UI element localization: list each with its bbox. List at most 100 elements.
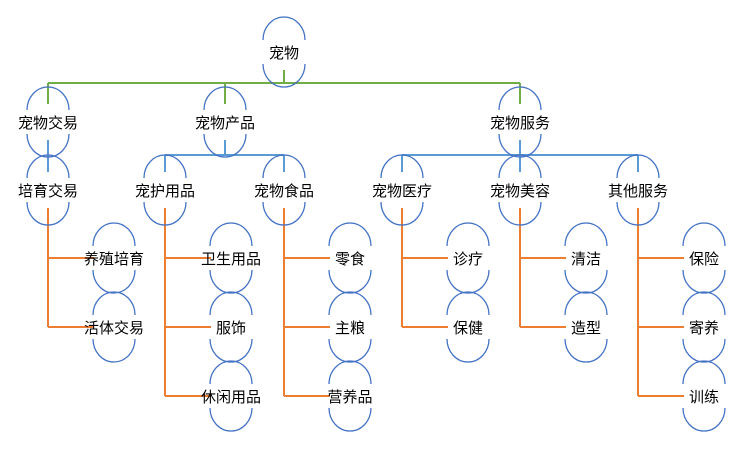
node-arc-top	[564, 291, 608, 316]
node-arc-top	[209, 291, 253, 316]
node-arc-bottom	[209, 338, 253, 363]
node-arc-bottom	[209, 407, 253, 432]
node-arc-top	[380, 154, 424, 179]
node-arc-bottom	[262, 201, 306, 226]
node-arc-top	[564, 222, 608, 247]
node-arc-bottom	[498, 201, 542, 226]
node-label: 宠物	[269, 44, 299, 62]
node-arc-bottom	[564, 338, 608, 363]
node-arc-bottom	[328, 269, 372, 294]
node-arc-top	[143, 154, 187, 179]
node-arc-top	[92, 291, 136, 316]
node-leaf: 零食	[328, 222, 372, 294]
node-label: 清洁	[571, 250, 601, 268]
node-arc-bottom	[92, 269, 136, 294]
node-label: 宠物服务	[490, 114, 550, 132]
node-label: 寄养	[689, 319, 719, 337]
node-arc-top	[446, 222, 490, 247]
node-arc-top	[446, 291, 490, 316]
node-leaf: 保健	[446, 291, 490, 363]
node-arc-top	[328, 222, 372, 247]
node-arc-top	[498, 86, 542, 111]
node-label: 宠物交易	[18, 114, 78, 132]
node-arc-bottom	[328, 338, 372, 363]
node-label: 保险	[689, 250, 719, 268]
node-label: 宠物产品	[195, 114, 255, 132]
node-leaf: 营养品	[327, 360, 373, 432]
node-arc-top	[92, 222, 136, 247]
node-subcategory: 宠护用品	[135, 154, 195, 226]
node-leaf: 卫生用品	[201, 222, 261, 294]
node-arc-bottom	[446, 269, 490, 294]
node-leaf: 养殖培育	[84, 222, 144, 294]
node-label: 宠护用品	[135, 182, 195, 200]
node-arc-top	[328, 360, 372, 385]
node-label: 主粮	[335, 319, 365, 337]
node-label: 养殖培育	[84, 250, 144, 268]
node-arc-top	[26, 154, 70, 179]
node-label: 活体交易	[84, 319, 144, 337]
node-label: 保健	[453, 319, 483, 337]
node-arc-bottom	[616, 201, 660, 226]
node-label: 休闲用品	[201, 388, 261, 406]
node-label: 宠物食品	[254, 182, 314, 200]
node-category: 宠物产品	[195, 86, 255, 158]
node-arc-top	[262, 154, 306, 179]
node-arc-bottom	[262, 63, 306, 88]
node-root: 宠物	[262, 16, 306, 88]
node-arc-bottom	[203, 133, 247, 158]
node-arc-bottom	[380, 201, 424, 226]
node-label: 营养品	[327, 388, 372, 406]
node-subcategory: 宠物美容	[490, 154, 550, 226]
node-arc-top	[616, 154, 660, 179]
node-leaf: 休闲用品	[201, 360, 261, 432]
node-arc-bottom	[682, 338, 726, 363]
node-arc-top	[203, 86, 247, 111]
node-arc-bottom	[26, 201, 70, 226]
node-leaf: 保险	[682, 222, 726, 294]
node-subcategory: 宠物食品	[254, 154, 314, 226]
node-arc-bottom	[209, 269, 253, 294]
node-arc-bottom	[26, 133, 70, 158]
node-leaf: 主粮	[328, 291, 372, 363]
node-leaf: 诊疗	[446, 222, 490, 294]
node-arc-bottom	[446, 338, 490, 363]
node-category: 宠物交易	[18, 86, 78, 158]
node-arc-bottom	[143, 201, 187, 226]
node-label: 零食	[335, 250, 365, 268]
node-label: 卫生用品	[201, 250, 261, 268]
node-subcategory: 宠物医疗	[372, 154, 432, 226]
node-label: 服饰	[216, 319, 246, 337]
node-leaf: 活体交易	[84, 291, 144, 363]
node-leaf: 服饰	[209, 291, 253, 363]
node-label: 诊疗	[453, 250, 483, 268]
node-arc-top	[328, 291, 372, 316]
node-label: 造型	[571, 319, 601, 337]
node-arc-top	[682, 222, 726, 247]
node-arc-top	[682, 360, 726, 385]
node-label: 其他服务	[608, 182, 668, 200]
node-arc-top	[682, 291, 726, 316]
node-arc-bottom	[682, 269, 726, 294]
node-subcategory: 培育交易	[18, 154, 78, 226]
node-label: 培育交易	[18, 182, 78, 200]
node-arc-bottom	[564, 269, 608, 294]
node-leaf: 清洁	[564, 222, 608, 294]
node-arc-bottom	[498, 133, 542, 158]
node-arc-bottom	[328, 407, 372, 432]
node-label: 宠物医疗	[372, 182, 432, 200]
node-label: 训练	[689, 388, 719, 406]
node-arc-bottom	[92, 338, 136, 363]
node-leaf: 训练	[682, 360, 726, 432]
node-arc-top	[498, 154, 542, 179]
node-category: 宠物服务	[490, 86, 550, 158]
node-arc-top	[209, 222, 253, 247]
node-subcategory: 其他服务	[608, 154, 668, 226]
node-leaf: 造型	[564, 291, 608, 363]
node-label: 宠物美容	[490, 182, 550, 200]
node-leaf: 寄养	[682, 291, 726, 363]
node-arc-bottom	[682, 407, 726, 432]
node-arc-top	[26, 86, 70, 111]
node-arc-top	[262, 16, 306, 41]
